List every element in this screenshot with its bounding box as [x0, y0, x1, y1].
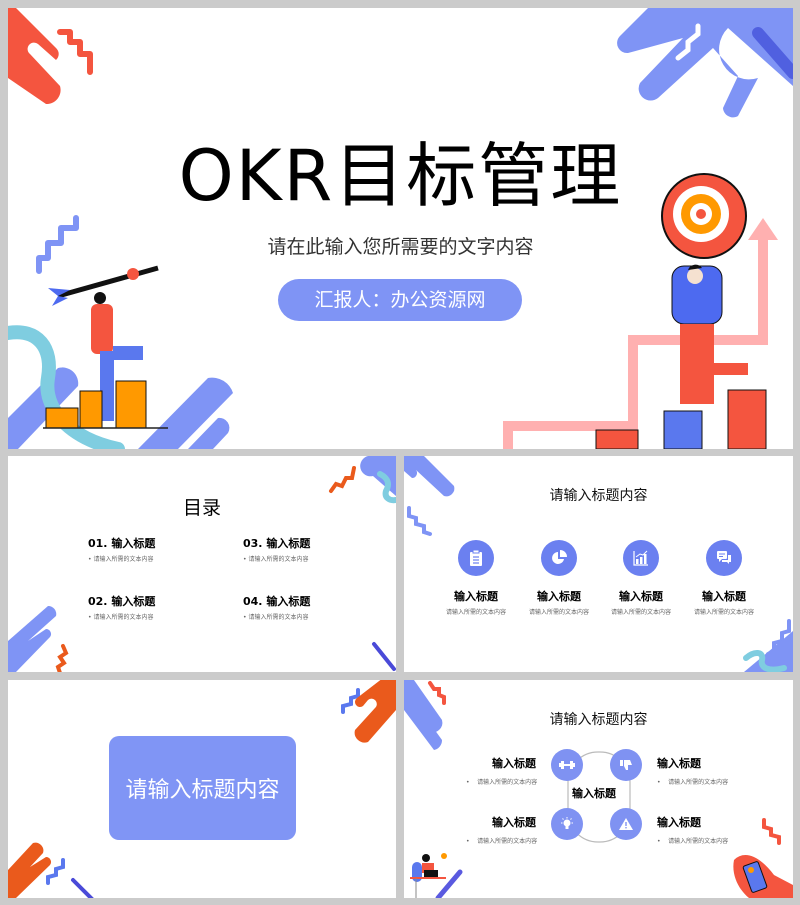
section-bottom-left-decoration — [8, 842, 94, 898]
cycle-item-title: 输入标题 — [492, 757, 536, 770]
toc-corner-decoration — [329, 456, 396, 504]
bar-chart-icon — [623, 540, 659, 576]
slide-table-of-contents[interactable]: 目录 01. 输入标题 • 请输入所需的文本内容 02. 输入标题 • 请输入所… — [8, 456, 396, 672]
woman-with-dart-illustration — [43, 265, 168, 429]
slide-section-title[interactable]: 请输入标题内容 — [8, 680, 396, 898]
toc-item-desc: • 请输入所需的文本内容 — [88, 556, 154, 563]
icon-card-2[interactable]: 输入标题 请输入所需的文本内容 — [514, 540, 604, 616]
icons-bottom-right-decoration — [743, 619, 793, 672]
blue-blob-decoration — [617, 8, 793, 118]
blue-zigzag-decoration — [36, 215, 79, 274]
toc-item-title: 02. 输入标题 — [88, 595, 156, 608]
cycle-item-desc: • 请输入所需的文本内容 — [657, 838, 729, 845]
cycle-bottom-right-phone-illustration — [733, 818, 793, 898]
toc-item-03[interactable]: 03. 输入标题 • 请输入所需的文本内容 — [243, 535, 310, 563]
cycle-item-top-right[interactable]: 输入标题 • 请输入所需的文本内容 — [657, 755, 728, 786]
cover-title: OKR目标管理 — [178, 135, 623, 217]
cycle-item-title: 输入标题 — [657, 816, 701, 829]
dumbbell-icon — [551, 749, 583, 781]
toc-line-decoration — [372, 642, 396, 671]
slide-cover[interactable]: OKR目标管理 请在此输入您所需要的文字内容 汇报人：办公资源网 — [8, 8, 793, 449]
cycle-item-bottom-right[interactable]: 输入标题 • 请输入所需的文本内容 — [657, 814, 728, 845]
toc-item-title: 01. 输入标题 — [88, 537, 156, 550]
icon-card-3[interactable]: 输入标题 请输入所需的文本内容 — [596, 540, 686, 616]
pie-chart-icon — [541, 540, 577, 576]
lightbulb-icon — [551, 808, 583, 840]
cycle-bottom-left-person-illustration — [410, 853, 463, 898]
red-capsule-decoration — [8, 8, 93, 105]
cycle-ring — [567, 751, 631, 843]
icon-card-title: 输入标题 — [537, 590, 581, 603]
cycle-item-top-left[interactable]: 输入标题 • 请输入所需的文本内容 — [466, 755, 538, 786]
toc-item-title: 03. 输入标题 — [243, 537, 311, 550]
cycle-item-title: 输入标题 — [492, 816, 536, 829]
toc-item-desc: • 请输入所需的文本内容 — [243, 614, 309, 621]
toc-title: 目录 — [182, 497, 221, 519]
cycle-item-bottom-left[interactable]: 输入标题 • 请输入所需的文本内容 — [466, 814, 538, 845]
icon-card-desc: 请输入所需的文本内容 — [445, 609, 506, 616]
warning-icon — [610, 808, 642, 840]
icon-card-title: 输入标题 — [454, 590, 498, 603]
cycle-item-desc: • 请输入所需的文本内容 — [657, 779, 729, 786]
cycle-item-desc: • 请输入所需的文本内容 — [466, 779, 538, 786]
icon-card-desc: 请输入所需的文本内容 — [610, 609, 671, 616]
icon-card-title: 输入标题 — [619, 590, 663, 603]
cover-subtitle: 请在此输入您所需要的文字内容 — [267, 236, 534, 258]
man-with-target-illustration — [503, 173, 778, 449]
slide-four-icons[interactable]: 请输入标题内容 输入标题 请输入所需的文本内容 输入标题 请输入所需的文本内容 … — [404, 456, 793, 672]
section-title-box: 请输入标题内容 — [109, 736, 296, 840]
toc-bottom-left-decoration — [8, 605, 69, 672]
cycle-item-title: 输入标题 — [657, 757, 701, 770]
toc-item-01[interactable]: 01. 输入标题 • 请输入所需的文本内容 — [88, 535, 155, 563]
icon-card-title: 输入标题 — [702, 590, 746, 603]
icon-card-4[interactable]: 输入标题 请输入所需的文本内容 — [679, 540, 769, 616]
toc-item-title: 04. 输入标题 — [243, 595, 311, 608]
icon-card-desc: 请输入所需的文本内容 — [693, 609, 754, 616]
cycle-center-label: 输入标题 — [572, 787, 616, 800]
reporter-pill: 汇报人：办公资源网 — [278, 279, 522, 321]
section-top-right-decoration — [341, 680, 396, 743]
slide-cycle-diagram[interactable]: 请输入标题内容 输入标题 输入标题 • 请输入所需的文本内容 输入标题 • 请输… — [404, 680, 793, 898]
toc-item-desc: • 请输入所需的文本内容 — [243, 556, 309, 563]
cycle-top-left-decoration — [404, 680, 446, 750]
icon-card-1[interactable]: 输入标题 请输入所需的文本内容 — [431, 540, 521, 616]
clipboard-icon — [458, 540, 494, 576]
icons-top-left-decoration — [404, 456, 455, 536]
cycle-item-desc: • 请输入所需的文本内容 — [466, 838, 538, 845]
toc-item-desc: • 请输入所需的文本内容 — [88, 614, 154, 621]
toc-item-02[interactable]: 02. 输入标题 • 请输入所需的文本内容 — [88, 593, 155, 621]
toc-item-04[interactable]: 04. 输入标题 • 请输入所需的文本内容 — [243, 593, 310, 621]
blue-stripes-decoration — [8, 325, 233, 449]
chat-icon — [706, 540, 742, 576]
icon-card-desc: 请输入所需的文本内容 — [528, 609, 589, 616]
thumbs-down-icon — [610, 749, 642, 781]
icons-slide-title: 请输入标题内容 — [549, 488, 648, 504]
cycle-slide-title: 请输入标题内容 — [549, 712, 648, 728]
